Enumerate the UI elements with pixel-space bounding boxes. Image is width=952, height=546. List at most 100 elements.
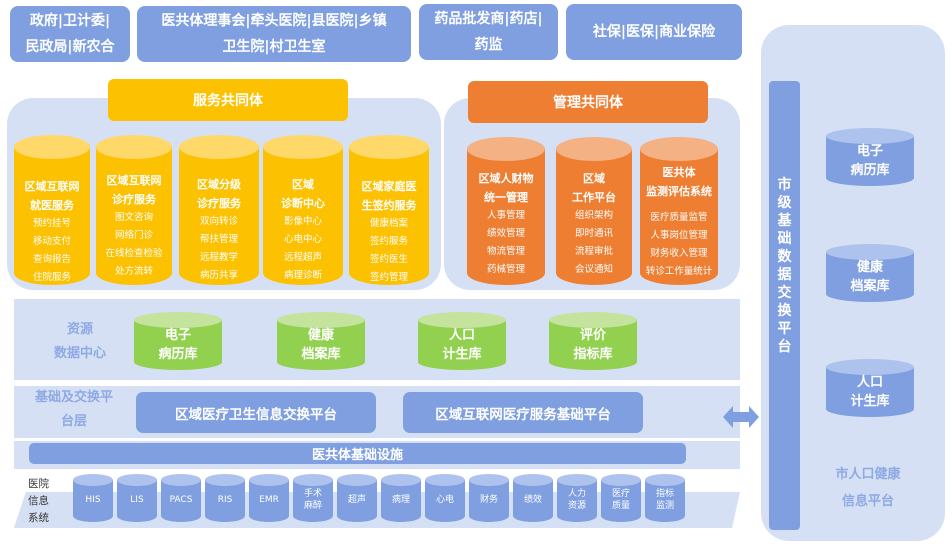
system-label: EMR	[259, 495, 279, 505]
title-line: 市人口健康	[835, 467, 901, 482]
service-item: 健康档案	[369, 218, 408, 229]
label-line: 医院	[28, 478, 49, 490]
cylinder-top	[640, 137, 718, 161]
database-label: 指标库	[573, 347, 613, 362]
service-title: 诊疗服务	[197, 197, 241, 210]
resource-database: 电子病历库	[134, 312, 222, 370]
service-item: 预约挂号	[32, 218, 71, 229]
cylinder-content: 电子病历库	[134, 326, 222, 364]
system-label: LIS	[130, 495, 144, 505]
cylinder-top	[263, 135, 343, 159]
system-label: 手术	[303, 489, 322, 499]
stakeholder-line: 社保|医保|商业保险	[592, 24, 716, 40]
hospital-system-db: 病理	[381, 474, 421, 522]
cylinder-body	[277, 320, 365, 370]
service-title: 生签约服务	[361, 199, 417, 212]
stakeholder-line: 民政局|新农合	[25, 39, 115, 55]
title-line: 信息平台	[841, 494, 894, 509]
management-title: 监测评估系统	[646, 185, 712, 198]
cylinder-top	[249, 474, 289, 486]
cylinder-content: EMR	[249, 494, 289, 506]
cylinder-body	[337, 480, 377, 522]
management-community-title: 管理共同体	[553, 95, 623, 111]
cylinder-top	[557, 474, 597, 486]
management-item: 绩效管理	[486, 228, 525, 239]
hospital-system-db: 医疗质量	[601, 474, 641, 522]
service-item: 远程超声	[283, 252, 322, 263]
service-item: 网络门诊	[114, 230, 153, 241]
cylinder-top	[73, 474, 113, 486]
service-title: 区域分级	[197, 178, 241, 191]
cylinder-body	[826, 252, 914, 302]
cylinder-top	[134, 312, 222, 328]
cylinder-content: 人口计生库	[826, 373, 914, 411]
hospital-system-db: 超声	[337, 474, 377, 522]
system-label: 财务	[479, 495, 498, 505]
system-label: HIS	[85, 495, 101, 505]
service-title: 区域互联网	[24, 180, 80, 193]
resource-data-center-label: 资源 数据中心	[40, 318, 120, 366]
cylinder-top	[96, 135, 172, 159]
hospital-system-db: 绩效	[513, 474, 553, 522]
cylinder-top	[826, 359, 914, 375]
management-item: 人事岗位管理	[650, 230, 708, 241]
cylinder-body	[556, 149, 632, 285]
cylinder-body	[293, 480, 333, 522]
label-line: 资源	[66, 322, 93, 337]
cylinder-top	[117, 474, 157, 486]
city-platform-title: 市人口健康 信息平台	[812, 461, 924, 515]
cylinder-content: 区域互联网诊疗服务图文咨询网络门诊在线检查检验处方流转	[96, 171, 172, 281]
service-title: 区域家庭医	[361, 180, 417, 193]
service-item: 图文咨询	[114, 212, 153, 223]
service-item: 签约管理	[369, 272, 408, 283]
service-item: 住院服务	[32, 272, 71, 283]
cylinder-body	[205, 480, 245, 522]
database-label: 人口	[856, 375, 883, 390]
cylinder-content: 指标监测	[645, 488, 685, 512]
stakeholder-line: 药品批发商|药店|	[434, 11, 543, 27]
service-title: 诊疗服务	[112, 193, 156, 206]
exchange-bar-char: 数	[777, 248, 792, 265]
management-title: 医共体	[662, 166, 696, 179]
city-database: 人口计生库	[826, 359, 914, 417]
cylinder-top	[425, 474, 465, 486]
cylinder-top	[14, 135, 90, 159]
exchange-bar-char: 级	[777, 194, 792, 211]
database-label: 档案库	[301, 347, 341, 362]
management-title: 统一管理	[484, 191, 528, 204]
hospital-system-db: HIS	[73, 474, 113, 522]
database-label: 健康	[307, 328, 334, 343]
service-title: 诊断中心	[281, 197, 325, 210]
database-label: 计生库	[850, 394, 890, 409]
cylinder-content: 人力资源	[557, 488, 597, 512]
resource-database: 评价指标库	[549, 312, 637, 370]
city-database: 健康档案库	[826, 244, 914, 302]
cylinder-top	[549, 312, 637, 328]
service-item: 病理诊断	[283, 270, 322, 281]
exchange-bar-char: 交	[777, 284, 792, 301]
database-label: 健康	[856, 260, 883, 275]
system-label: 指标	[655, 489, 674, 499]
database-label: 计生库	[442, 347, 482, 362]
service-item: 病历共享	[199, 270, 238, 281]
service-cylinder: 区域分级诊疗服务双向转诊帮扶管理远程教学病历共享	[179, 135, 259, 285]
cylinder-body	[469, 480, 509, 522]
management-item: 转诊工作量统计	[645, 266, 713, 277]
stakeholder-line: 卫生院|村卫生室	[222, 39, 326, 55]
service-item: 远程教学	[199, 252, 238, 263]
database-label: 电子	[164, 328, 191, 343]
stakeholder-line: 政府|卫计委|	[29, 13, 111, 29]
cylinder-body	[549, 320, 637, 370]
database-label: 病历库	[850, 163, 890, 178]
hospital-system-db: PACS	[161, 474, 201, 522]
cylinder-body	[826, 367, 914, 417]
database-label: 病历库	[158, 347, 198, 362]
regional-internet-service-platform: 区域互联网医疗服务基础平台	[403, 392, 643, 433]
platform-label: 区域医疗卫生信息交换平台	[175, 406, 337, 423]
resource-database: 人口计生库	[418, 312, 506, 370]
platform-label: 区域互联网医疗服务基础平台	[435, 406, 611, 423]
system-label: 麻醉	[303, 501, 322, 511]
cylinder-top	[349, 135, 429, 159]
cylinder-body	[96, 147, 172, 285]
service-community-title: 服务共同体	[193, 93, 263, 109]
